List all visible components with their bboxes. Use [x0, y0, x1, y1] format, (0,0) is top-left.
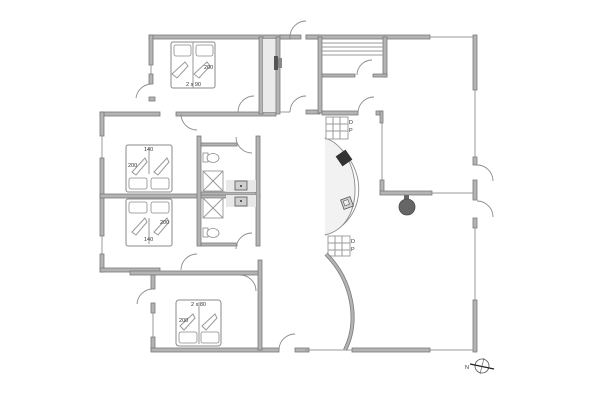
door-swing [136, 288, 154, 305]
wall [472, 299, 478, 353]
wall [257, 259, 263, 351]
bedroom-bottom: 2 x 80 200 [129, 259, 280, 353]
wall [200, 242, 238, 247]
sink-icon [226, 180, 256, 192]
wall [472, 156, 478, 166]
shower-icon [202, 170, 224, 192]
door-swing [180, 113, 198, 131]
wall [472, 34, 478, 91]
entrance-door-swing [278, 333, 296, 351]
terrace-door-swing [476, 164, 494, 182]
bathrooms [196, 135, 261, 250]
wall [379, 110, 384, 124]
compass-icon: N [465, 357, 495, 375]
stair-label-p: P [349, 128, 353, 134]
boiler-icon [274, 56, 278, 70]
wall [472, 179, 478, 201]
bedroom-top: 200 2 x 90 [135, 34, 302, 117]
toilet-icon [202, 227, 220, 238]
door-swing [239, 274, 257, 292]
terrace-door-swing [476, 200, 494, 218]
shower-icon [202, 197, 224, 219]
wall [200, 191, 257, 196]
wall [379, 190, 433, 196]
wall [351, 347, 431, 353]
bedroom-upper-left: 140 200 [99, 111, 261, 199]
wall [382, 36, 388, 78]
stair-top: D P [325, 116, 353, 140]
stair-bottom: D P [327, 235, 355, 257]
wall [150, 274, 156, 290]
toilet-icon [202, 152, 220, 163]
bed-size-label: 140 [144, 147, 153, 153]
door-swing [180, 253, 198, 271]
wall [321, 73, 356, 78]
wall [148, 73, 154, 85]
wall [255, 135, 261, 247]
door-swing [235, 136, 253, 154]
wall [150, 302, 156, 314]
bed-length-label: 200 [160, 220, 169, 226]
bed-length-label: 200 [204, 65, 213, 71]
bedroom-lower-left: 200 140 [99, 197, 198, 273]
wall [279, 34, 291, 40]
wall [200, 142, 238, 147]
wall [99, 197, 105, 237]
door-swing [237, 95, 255, 113]
wall [99, 157, 105, 199]
kitchen [324, 137, 360, 236]
door-swing [289, 20, 307, 38]
door-swing [356, 59, 373, 76]
door-swing [135, 83, 152, 99]
wall [99, 111, 105, 137]
wall [99, 111, 161, 117]
kitchen-sink-icon [340, 196, 354, 210]
cooktop-icon [335, 149, 353, 167]
wall [472, 217, 478, 229]
wall [317, 36, 323, 114]
wall [372, 73, 388, 78]
bed-length-label: 200 [179, 318, 188, 324]
wall [258, 36, 264, 115]
wall [305, 34, 431, 40]
stair-label-p: P [351, 247, 355, 253]
door-swing [235, 232, 253, 250]
wall [129, 270, 261, 276]
stair-label-d: D [349, 120, 353, 126]
bed-length-label: 200 [128, 163, 137, 169]
wall [321, 110, 359, 116]
bed-size-label: 140 [144, 237, 153, 243]
wall [275, 36, 281, 115]
compass-label: N [465, 365, 469, 371]
wall [196, 135, 202, 247]
sink-icon [226, 195, 256, 207]
sauna-room [305, 34, 431, 124]
stair-label-d: D [351, 239, 355, 245]
door-swing [357, 96, 375, 114]
wall [148, 34, 154, 66]
door-swing [289, 95, 307, 113]
bed-size-label: 2 x 80 [191, 302, 206, 308]
curved-wall [324, 252, 355, 351]
bed-size-label: 2 x 90 [186, 82, 201, 88]
wall [148, 96, 156, 102]
wood-stove-icon [398, 195, 416, 216]
